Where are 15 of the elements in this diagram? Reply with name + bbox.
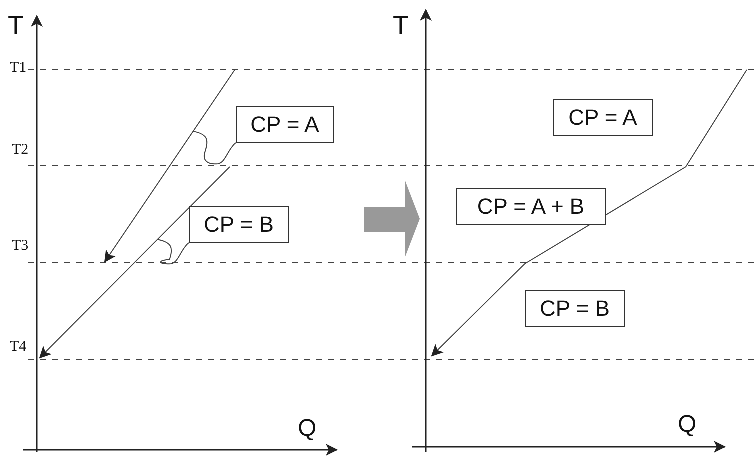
label-box: CP = A [553, 99, 653, 136]
label-box: CP = A + B [456, 188, 606, 225]
axis-label: T2 [12, 143, 29, 158]
axis-label: T3 [12, 239, 29, 254]
label-box: CP = B [525, 290, 625, 327]
axis-label: T [8, 12, 24, 38]
leader-line [157, 239, 190, 265]
label-box: CP = A [236, 106, 334, 143]
leader-line [192, 130, 236, 165]
axis-label: T4 [10, 340, 27, 355]
axis-label: Q [298, 417, 317, 441]
axis-label: T1 [10, 61, 27, 76]
axis-label: Q [678, 413, 697, 437]
axis-label: T [393, 12, 409, 38]
label-box: CP = B [189, 206, 289, 243]
